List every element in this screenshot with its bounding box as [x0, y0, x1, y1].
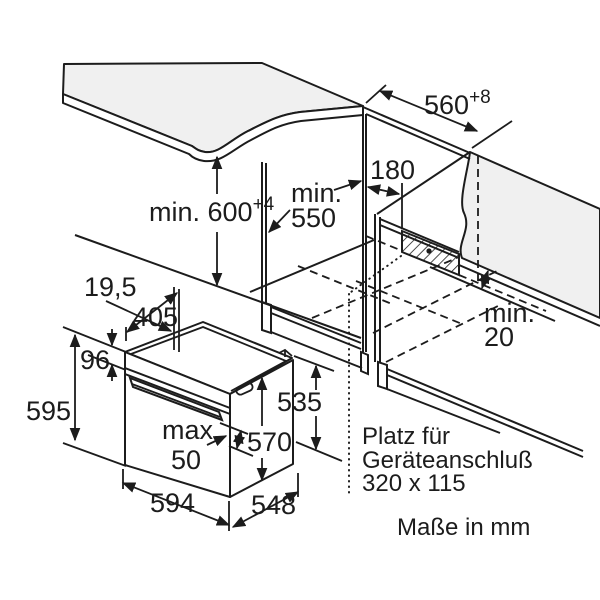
dim-rear-gap: min. 20: [478, 269, 535, 352]
dim-handle-clearance: max. 50: [162, 415, 254, 475]
dim-niche-height: min. 600+4: [149, 155, 275, 287]
oven: [124, 321, 294, 498]
dim-oven-height: 595: [26, 326, 127, 467]
worktop: [62, 62, 364, 163]
side-grip-recess: [235, 382, 254, 396]
dim-label-niche-depth-1: min.: [291, 178, 342, 208]
dim-label-niche-height: min. 600+4: [149, 194, 275, 227]
connection-note-line1: Platz für: [362, 423, 450, 450]
hidden-lines: [297, 156, 547, 363]
dim-oven-depth: 548: [231, 473, 300, 528]
dim-label-handle-clearance-1: max.: [162, 415, 221, 445]
dim-panel-height: 96: [80, 329, 127, 381]
dim-label-top-offset: 180: [370, 155, 415, 185]
dim-label-oven-height: 595: [26, 396, 71, 426]
unit-note: Maße in mm: [397, 514, 530, 541]
dim-label-oven-width: 594: [150, 488, 195, 518]
dim-label-oven-depth: 548: [251, 490, 296, 520]
dim-niche-depth: min. 550: [268, 178, 363, 233]
connection-note-line2: Geräteanschluß: [362, 447, 533, 474]
dim-label-front-height: 535: [277, 387, 322, 417]
dim-label-rear-gap-1: min.: [484, 298, 535, 328]
dim-body-depth-top: 405: [125, 292, 179, 341]
dim-label-panel-height: 96: [80, 345, 110, 375]
dim-label-niche-width: 560+8: [424, 87, 491, 120]
dim-label-niche-depth-2: 550: [291, 203, 336, 233]
dim-top-offset: 180: [366, 155, 415, 229]
dim-label-body-depth-top: 405: [133, 302, 178, 332]
projection-dotted-line: [348, 255, 402, 498]
dim-niche-width: 560+8: [365, 84, 513, 149]
dim-label-handle-clearance-2: 50: [171, 445, 201, 475]
dim-body-height: 570: [247, 376, 292, 482]
connection-space-hatch: [401, 229, 460, 277]
dim-label-body-height: 570: [247, 427, 292, 457]
tall-cabinet: [74, 107, 375, 376]
connection-note: Platz für Geräteanschluß 320 x 115: [362, 423, 533, 497]
dim-label-rear-gap-2: 20: [484, 322, 514, 352]
dim-front-height: 535: [277, 355, 343, 462]
connection-point-dot: [426, 248, 432, 254]
dim-oven-width: 594: [121, 469, 231, 531]
connection-note-line3: 320 x 115: [362, 470, 466, 497]
dim-label-panel-gap: 19,5: [84, 272, 137, 302]
